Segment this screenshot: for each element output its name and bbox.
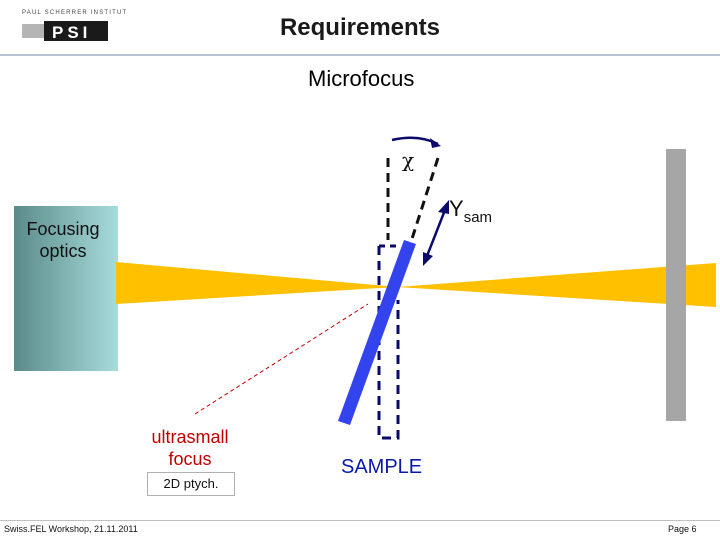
ysam-arrow-line [425, 209, 447, 257]
ptychography-box: 2D ptych. [147, 472, 235, 496]
page-title: Requirements [279, 14, 441, 41]
footer-divider [0, 520, 720, 521]
slide-subtitle: Microfocus [308, 66, 415, 91]
logo-mark-text: PSI [52, 23, 92, 42]
sample-label: SAMPLE [341, 456, 423, 478]
sample-slab [338, 240, 416, 425]
psi-logo: PAUL SCHERRER INSTITUT PSI [22, 10, 128, 44]
logo-institute-text: PAUL SCHERRER INSTITUT [22, 10, 128, 16]
ultrasmall-focus-label: ultrasmall focus [140, 426, 240, 470]
focus-pointer-line [194, 303, 369, 415]
ysam-arrow-head-top [438, 200, 449, 214]
ysam-arrow-head-bottom [423, 252, 433, 266]
tilt-dashed-line [408, 157, 440, 246]
focusing-optics-line1: Focusing [26, 219, 100, 239]
title-divider [0, 54, 720, 56]
ultrasmall-line2: focus [168, 449, 212, 469]
ysam-label: Ysam [449, 196, 492, 226]
footer-workshop-text: Swiss.FEL Workshop, 21.11.2011 [4, 524, 138, 534]
footer-page-number: Page 6 [668, 524, 697, 534]
xray-beam [116, 262, 716, 307]
chi-arrow-head [430, 138, 441, 148]
chi-label: χ [402, 148, 415, 172]
focusing-optics-block [14, 206, 118, 371]
detector-plate [666, 149, 686, 421]
focusing-optics-line2: optics [39, 241, 87, 261]
psi-mark [22, 21, 108, 41]
ysam-main: Y [449, 196, 464, 221]
focusing-optics-label: Focusing optics [12, 218, 114, 262]
ysam-subscript: sam [463, 209, 493, 226]
ultrasmall-line1: ultrasmall [151, 427, 229, 447]
